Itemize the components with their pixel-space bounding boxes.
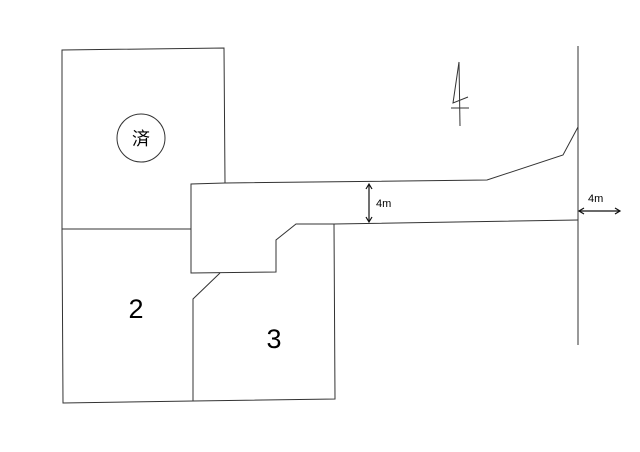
lot-sold-boundary xyxy=(61,47,226,229)
driveway-dimension-arrow-bottom xyxy=(365,216,373,224)
driveway-dimension-arrow-top xyxy=(365,182,373,190)
road-dimension-arrow-right xyxy=(614,207,622,215)
driveway-outline xyxy=(190,219,579,274)
lot-2-boundary xyxy=(61,228,194,404)
road-dimension-arrow-left xyxy=(577,207,585,215)
driveway-top-edge xyxy=(190,126,579,229)
north-arrow-icon xyxy=(451,61,469,127)
lot-2-label: 2 xyxy=(128,294,143,324)
lot-2-3-divider xyxy=(192,272,221,401)
sold-circle-icon xyxy=(116,113,166,163)
driveway-width-label: 4m xyxy=(376,198,391,210)
lot-3-boundary xyxy=(192,223,336,402)
sold-mark: 済 xyxy=(132,129,150,150)
road-width-label: 4m xyxy=(588,193,603,205)
lot-3-label: 3 xyxy=(266,324,281,354)
